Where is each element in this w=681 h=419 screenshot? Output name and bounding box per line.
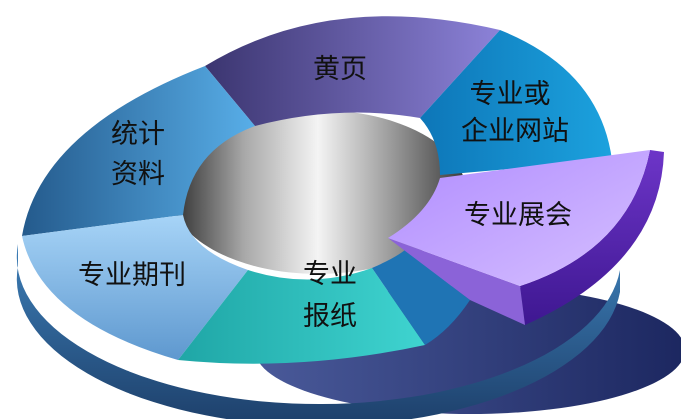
segment-professional-newspaper [178, 268, 425, 364]
segment-professional-website [420, 30, 612, 175]
ring-inner-wall [170, 110, 466, 274]
label-yellow-pages: 黄页 [313, 54, 367, 85]
label-statistics-line1: 统计 [111, 119, 165, 150]
label-professional-newspaper-line2: 报纸 [303, 301, 357, 332]
segment-professional-exhibition-front [388, 238, 525, 325]
label-professional-exhibition: 专业展会 [464, 200, 572, 231]
label-professional-website-line2: 企业网站 [461, 116, 569, 147]
segment-professional-exhibition [388, 150, 650, 286]
label-statistics-line2: 资料 [111, 159, 165, 190]
segment-professional-exhibition-side [520, 150, 664, 325]
label-professional-newspaper-line1: 专业 [303, 259, 357, 290]
label-professional-journal: 专业期刊 [78, 260, 186, 291]
label-professional-website-line1: 专业或 [470, 79, 551, 110]
segment-yellow-pages [205, 16, 500, 127]
segment-statistics [22, 66, 255, 236]
segment-professional-journal [22, 215, 248, 360]
segment-gap-sliver [372, 250, 470, 345]
